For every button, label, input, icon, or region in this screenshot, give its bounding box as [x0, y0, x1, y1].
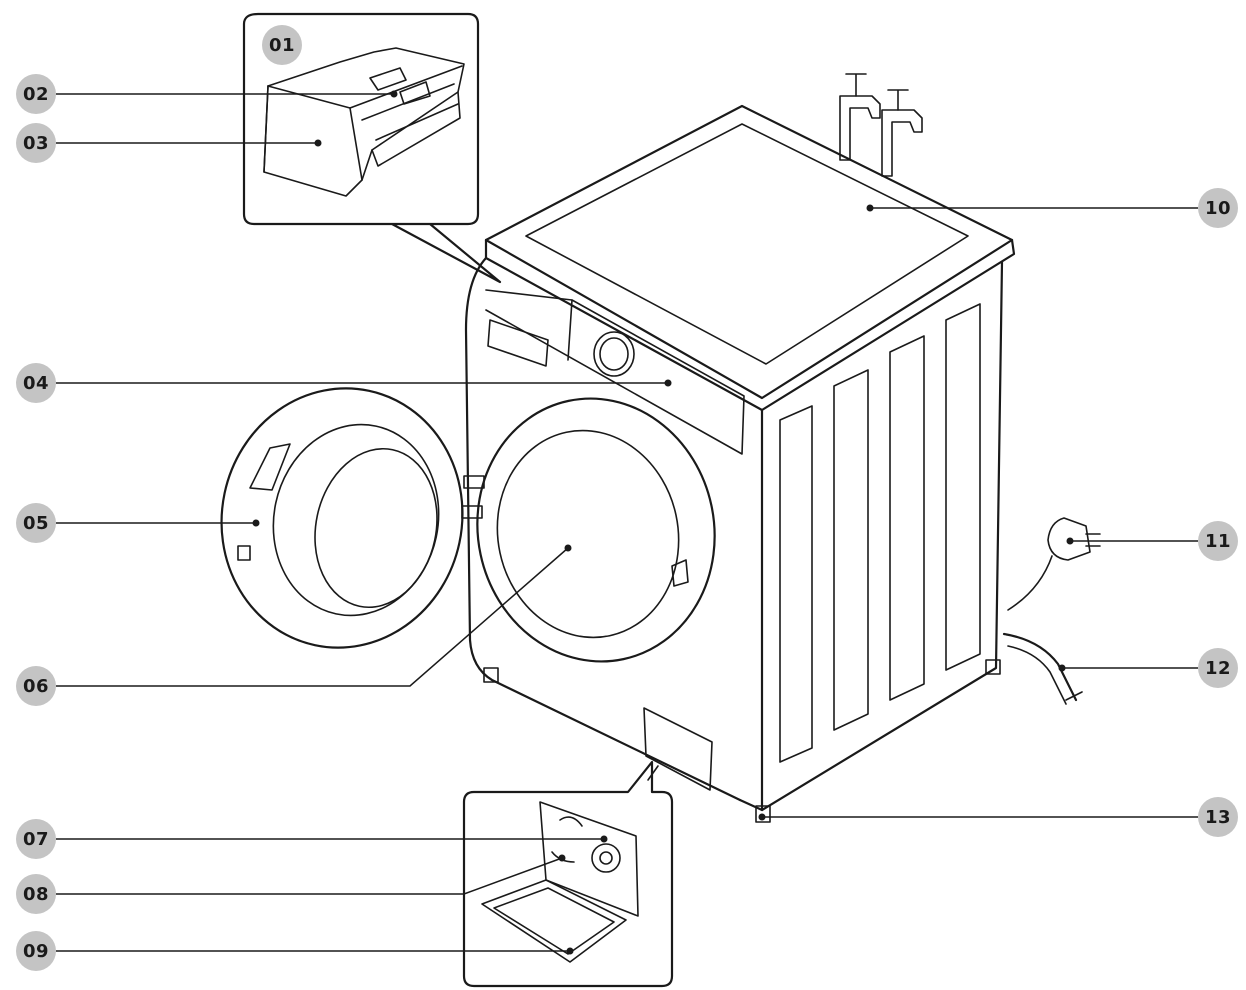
callout-13: 13: [1198, 797, 1238, 837]
callout-07: 07: [16, 819, 56, 859]
callout-01: 01: [262, 25, 302, 65]
water-taps-icon: [839, 73, 923, 177]
drain-hose-icon: [1002, 632, 1083, 705]
drum-icon: [461, 397, 716, 663]
callout-09: 09: [16, 931, 56, 971]
detergent-drawer-icon: [263, 47, 465, 197]
washing-machine-icon: [464, 104, 1016, 823]
callout-04: 04: [16, 363, 56, 403]
leader-lines: [56, 90, 1198, 955]
callout-06: 06: [16, 666, 56, 706]
callout-05: 05: [16, 503, 56, 543]
callout-08: 08: [16, 874, 56, 914]
power-plug-icon: [1007, 517, 1101, 611]
filter-inset: [462, 760, 674, 988]
callout-12: 12: [1198, 648, 1238, 688]
callout-02: 02: [16, 74, 56, 114]
callout-11: 11: [1198, 521, 1238, 561]
callout-10: 10: [1198, 188, 1238, 228]
callout-03: 03: [16, 123, 56, 163]
filter-icon: [481, 801, 639, 963]
door-icon: [220, 387, 464, 649]
